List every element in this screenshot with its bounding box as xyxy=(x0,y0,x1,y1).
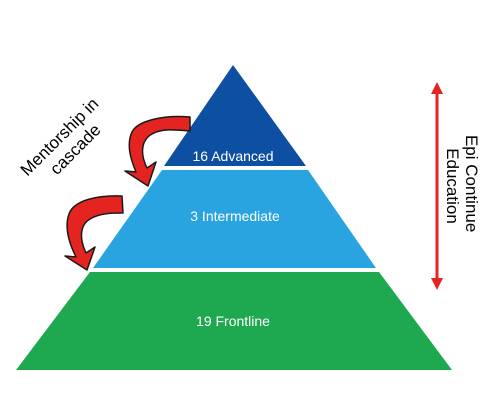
tier-intermediate-shape xyxy=(93,170,376,268)
tier-advanced-shape xyxy=(164,65,306,166)
education-label: Epi Continue Education xyxy=(443,135,481,237)
cascade-arrow-lower-icon xyxy=(64,195,124,271)
tier-frontline-shape xyxy=(16,272,452,370)
tier-advanced-label: 16 Advanced xyxy=(193,148,274,164)
tier-frontline-label: 19 Frontline xyxy=(196,313,270,329)
mentorship-label: Mentorship in cascade xyxy=(17,91,120,194)
tier-intermediate-label: 3 Intermediate xyxy=(190,208,280,224)
cascade-arrow-upper-icon xyxy=(124,115,191,187)
